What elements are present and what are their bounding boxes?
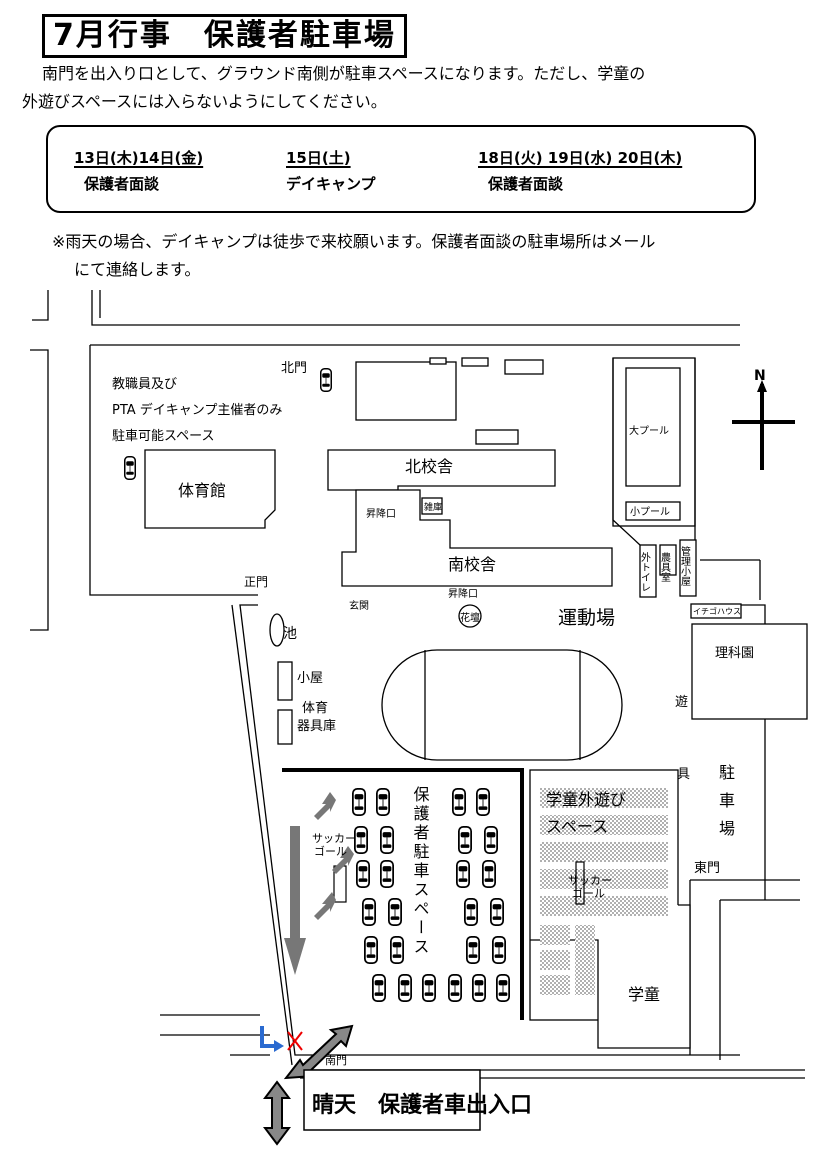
east-gate-label: 東門 xyxy=(694,860,720,876)
soccer-goal-label: サッカー xyxy=(312,832,356,845)
ichigo-house-label: イチゴハウス xyxy=(693,606,741,616)
north-building-label: 北校舎 xyxy=(405,457,453,476)
pool-mgmt-label: 管理小屋 xyxy=(679,545,691,586)
rain-note: ※雨天の場合、デイキャンプは徒歩で来校願います。保護者面談の駐車場所はメール に… xyxy=(52,228,832,284)
parking-label: 場 xyxy=(719,819,735,838)
main-gate-label: 正門 xyxy=(244,575,268,589)
outdoor-toilet-label: 外トイレ xyxy=(639,552,651,592)
flower-bed-label: 花壇 xyxy=(460,611,480,624)
playground-equipment-label: 具 xyxy=(677,767,690,782)
south-gate-label: 南門 xyxy=(325,1054,347,1067)
schedule-event: デイキャンプ xyxy=(286,175,376,193)
entrance-label: 玄関 xyxy=(349,599,369,612)
schedule-event: 保護者面談 xyxy=(84,175,160,193)
parking-label: 駐 xyxy=(719,763,735,782)
playground-label: 運動場 xyxy=(558,607,615,629)
schedule-box: 13日(木)14日(金) 保護者面談 15日(土) デイキャンプ 18日(火) … xyxy=(46,125,756,213)
schedule-event: 保護者面談 xyxy=(488,175,564,193)
science-garden-label: 理科園 xyxy=(715,646,754,661)
pe-storage-label: 体育 xyxy=(302,700,328,716)
intro-line-2: 外遊びスペースには入らないようにしてください。 xyxy=(22,92,387,111)
intro-line-1: 南門を出入り口として、グラウンド南側が駐車スペースになります。ただし、学童の xyxy=(42,64,646,83)
staff-parking-label: 教職員及び xyxy=(112,376,177,392)
soccer-goal-label: ゴール xyxy=(572,886,605,900)
farm-tools-label: 農具室 xyxy=(659,551,671,582)
page-title: 7月行事 保護者駐車場 xyxy=(42,14,407,58)
gakudo-play-label: 学童外遊び xyxy=(546,790,626,809)
playground-equipment-label: 遊 xyxy=(675,695,688,710)
note-line-2: にて連絡します。 xyxy=(74,260,201,279)
schedule-date: 13日(木)14日(金) xyxy=(74,149,204,167)
gakudo-label: 学童 xyxy=(628,985,660,1004)
soccer-goal-label: サッカー xyxy=(568,874,612,887)
school-map: 北門 教職員及び PTA デイキャンプ主催者のみ 駐車可能スペース 体育館 北校… xyxy=(30,290,808,1146)
schedule-item: 18日(火) 19日(水) 20日(木) 保護者面談 xyxy=(478,147,682,194)
soccer-goal-label: ゴール xyxy=(314,844,347,858)
parent-parking-label: 保護者駐車スペース xyxy=(411,786,430,957)
small-pool-label: 小プール xyxy=(630,506,670,518)
note-line-1: ※雨天の場合、デイキャンプは徒歩で来校願います。保護者面談の駐車場所はメール xyxy=(52,232,656,251)
north-gate-label: 北門 xyxy=(281,361,307,376)
staff-parking-label: PTA デイキャンプ主催者のみ xyxy=(112,402,282,418)
parking-boundary xyxy=(282,768,524,1020)
north-indicator xyxy=(732,380,795,470)
schedule-date: 15日(土) xyxy=(286,149,351,167)
big-pool-label: 大プール xyxy=(629,424,669,437)
schedule-date: 18日(火) 19日(水) 20日(木) xyxy=(478,149,683,167)
south-building-label: 南校舎 xyxy=(448,555,496,574)
north-mark-label: N xyxy=(754,368,766,384)
stairs-label: 昇降口 xyxy=(366,507,396,520)
pe-storage-label: 器具庫 xyxy=(297,719,336,734)
gakudo-play-area xyxy=(540,788,668,995)
schedule-item: 15日(土) デイキャンプ xyxy=(286,147,376,194)
map-labels: 北門 教職員及び PTA デイキャンプ主催者のみ 駐車可能スペース 体育館 北校… xyxy=(112,361,766,1118)
schedule-item: 13日(木)14日(金) 保護者面談 xyxy=(74,147,203,194)
traffic-arrows xyxy=(284,792,354,975)
staff-parking-label: 駐車可能スペース xyxy=(112,429,214,444)
buildings xyxy=(144,357,808,1049)
stairs-label: 昇降口 xyxy=(448,587,478,600)
pond-label: 池 xyxy=(283,626,297,642)
intro-text: 南門を出入り口として、グラウンド南側が駐車スペースになります。ただし、学童の 外… xyxy=(22,60,822,116)
parking-label: 車 xyxy=(719,791,735,810)
track xyxy=(381,649,623,761)
storage-label: 雑庫 xyxy=(424,501,442,513)
hut-label: 小屋 xyxy=(297,671,323,686)
gym-label: 体育館 xyxy=(178,481,226,500)
entry-exit-label: 晴天 保護者車出入口 xyxy=(312,1092,532,1118)
gakudo-play-label: スペース xyxy=(546,817,608,836)
